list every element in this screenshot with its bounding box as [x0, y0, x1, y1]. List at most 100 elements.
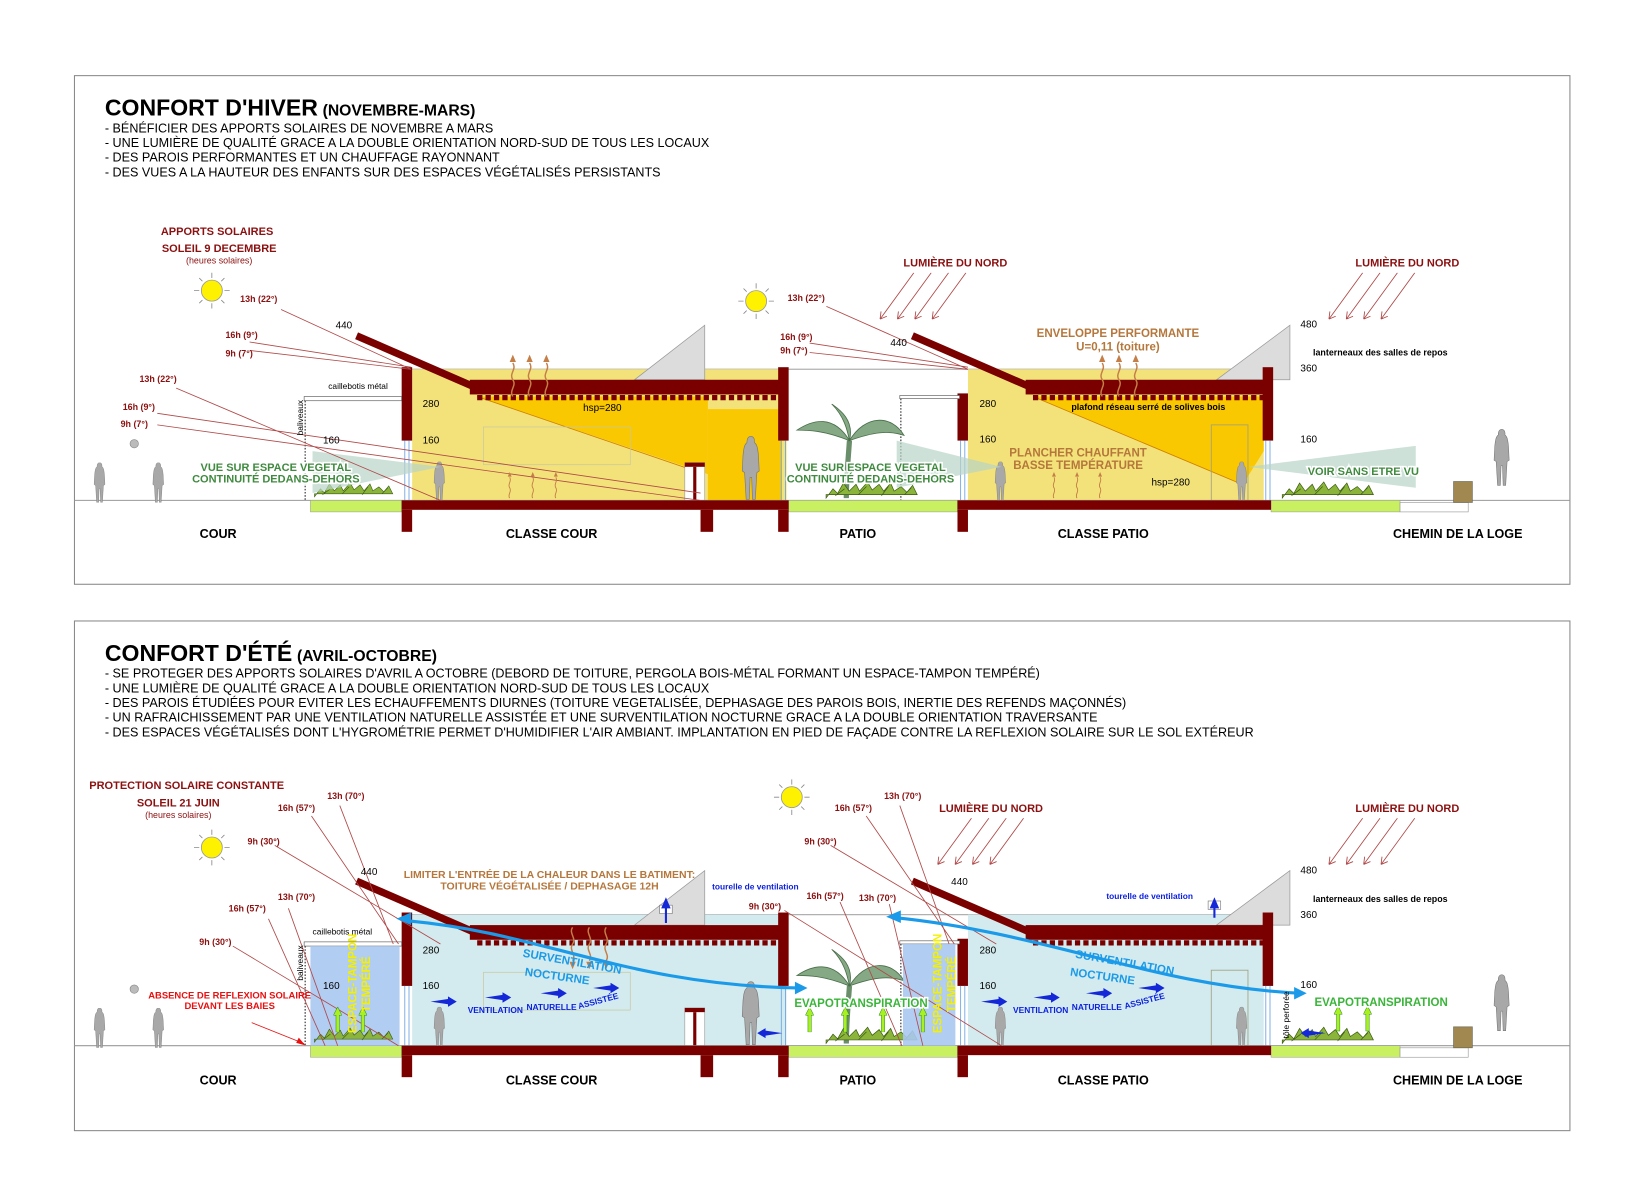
no-reflection-label: ABSENCE DE REFLEXION SOLAIRE	[148, 990, 311, 1001]
winter-title-main: CONFORT D'HIVER	[105, 94, 318, 120]
heat-limit-label: LIMITER L'ENTRÉE DE LA CHALEUR DANS LE B…	[404, 868, 696, 881]
sun-angle-label: 16h (57°)	[229, 903, 266, 913]
dim-280: 280	[980, 945, 997, 956]
sun-note: (heures solaires)	[186, 255, 252, 265]
dim-160: 160	[423, 436, 440, 447]
sun-angle-label: 13h (70°)	[278, 892, 315, 902]
vent-label: VENTILATION	[468, 1005, 523, 1015]
winter-panel: CONFORT D'HIVER (NOVEMBRE-MARS) - BÉNÉFI…	[73, 75, 1571, 585]
dimension-labels: 440 280 160 160 440 280 160 480 360 160	[323, 319, 1317, 446]
sun-title: PROTECTION SOLAIRE CONSTANTE	[89, 780, 284, 792]
perforated-sheet-label: tôle perforée	[1281, 991, 1291, 1038]
buffer-space	[902, 943, 956, 1046]
sun-angle-label: 9h (30°)	[199, 937, 231, 947]
evapotranspiration-label: EVAPOTRANSPIRATION	[1315, 997, 1448, 1009]
summer-panel: CONFORT D'ÉTÉ (AVRIL-OCTOBRE) - SE PROTE…	[74, 620, 1569, 1132]
summer-bullet: - UN RAFRAICHISSEMENT PAR UNE VENTILATIO…	[105, 710, 1098, 725]
dim-160: 160	[1300, 980, 1317, 991]
sun-angle-label: 16h (57°)	[835, 803, 872, 813]
evapotranspiration-label: EVAPOTRANSPIRATION	[794, 998, 927, 1010]
summer-title-main: CONFORT D'ÉTÉ	[105, 639, 292, 666]
ceiling-height-label: hsp=280	[1151, 478, 1190, 489]
sun-angle-label: 9h (30°)	[804, 836, 836, 846]
dim-440: 440	[361, 867, 378, 878]
floor-heating-label: BASSE TEMPÉRATURE	[1013, 459, 1143, 472]
sun-angle-label: 9h (30°)	[247, 836, 279, 846]
sun-angle-label: 9h (7°)	[121, 419, 148, 429]
view-label: VUE SUR ESPACE VEGETAL	[795, 462, 946, 474]
saplings-label: baliveaux	[295, 399, 305, 435]
vent-label: VENTILATION	[1013, 1005, 1068, 1015]
heat-limit-label: TOITURE VÉGÉTALISÉE / DEPHASAGE 12H	[440, 879, 658, 892]
sun-angle-label: 13h (70°)	[327, 791, 364, 801]
vent-label: NATURELLE	[526, 1002, 577, 1012]
winter-frame	[73, 75, 1571, 585]
summer-title: CONFORT D'ÉTÉ (AVRIL-OCTOBRE)	[105, 639, 437, 666]
dim-280: 280	[423, 945, 440, 956]
dim-160: 160	[323, 436, 340, 447]
room-label-classe-patio: CLASSE PATIO	[1058, 1074, 1149, 1088]
sun-angle-label: 13h (70°)	[884, 791, 921, 801]
winter-bullet: - UNE LUMIÈRE DE QUALITÉ GRACE A LA DOUB…	[105, 135, 710, 150]
buffer-space	[310, 946, 400, 1046]
sun-rays	[157, 305, 969, 501]
room-label-cour: COUR	[200, 527, 237, 541]
envelope-label: ENVELOPPE PERFORMANTE	[1037, 328, 1200, 340]
north-light-label: LUMIÈRE DU NORD	[1355, 257, 1459, 270]
turret-label: tourelle de ventilation	[1106, 891, 1193, 901]
see-unseen-label: VOIR SANS ETRE VU	[1308, 466, 1419, 478]
dim-160: 160	[1300, 435, 1317, 446]
dim-160: 160	[980, 981, 997, 992]
ventilation-arrows-icon	[333, 897, 1372, 1039]
grating-label: caillebotis métal	[328, 381, 388, 391]
winter-bullet: - DES VUES A LA HAUTEUR DES ENFANTS SUR …	[105, 164, 661, 179]
reflection-pointer	[251, 1022, 306, 1046]
sun-date: SOLEIL 21 JUIN	[137, 798, 220, 810]
room-label-classe-cour: CLASSE COUR	[506, 1074, 598, 1088]
dim-160: 160	[323, 981, 340, 992]
sun-angle-label: 16h (9°)	[225, 330, 257, 340]
winter-bullet: - BÉNÉFICIER DES APPORTS SOLAIRES DE NOV…	[105, 120, 493, 135]
room-label-patio: PATIO	[840, 527, 877, 541]
dim-160: 160	[423, 981, 440, 992]
winter-title-period: (NOVEMBRE-MARS)	[323, 102, 476, 119]
skylights-label: lanterneaux des salles de repos	[1313, 894, 1448, 904]
dim-480: 480	[1300, 319, 1317, 330]
dimension-labels: 440 280 160 160 440 280 160 480 360 160	[323, 866, 1317, 992]
dim-480: 480	[1300, 866, 1317, 877]
floor-heating-label: PLANCHER CHAUFFANT	[1009, 447, 1147, 459]
dim-440: 440	[336, 320, 353, 331]
sun-angle-label: 16h (57°)	[278, 803, 315, 813]
buffer-label: ESPACE-TAMPON	[348, 934, 360, 1033]
view-label: CONTINUITÉ DEDANS-DEHORS	[192, 473, 359, 486]
summer-bullet: - SE PROTEGER DES APPORTS SOLAIRES D'AVR…	[105, 666, 1040, 681]
view-cone	[1247, 445, 1416, 488]
dim-160: 160	[980, 435, 997, 446]
saplings-label: baliveaux	[295, 944, 305, 980]
dim-280: 280	[423, 399, 440, 410]
sun-rays	[232, 805, 1002, 1047]
vent-label: NATURELLE	[1072, 1002, 1123, 1012]
room-label-classe-cour: CLASSE COUR	[506, 527, 598, 541]
north-light-label: LUMIÈRE DU NORD	[939, 802, 1043, 815]
sun-angle-label: 13h (22°)	[139, 374, 176, 384]
envelope-u-value: U=0,11 (toiture)	[1076, 341, 1160, 353]
view-cone	[312, 451, 441, 494]
dim-440: 440	[951, 877, 968, 888]
sun-title: APPORTS SOLAIRES	[161, 226, 273, 238]
skylights-label: lanterneaux des salles de repos	[1313, 348, 1448, 358]
summer-title-period: (AVRIL-OCTOBRE)	[297, 648, 437, 665]
dim-440: 440	[890, 338, 907, 349]
dim-280: 280	[980, 399, 997, 410]
dim-360: 360	[1300, 363, 1317, 374]
sun-angle-label: 13h (22°)	[240, 294, 277, 304]
buffer-label: TEMPÉRÉ	[945, 956, 958, 1012]
sun-date: SOLEIL 9 DECEMBRE	[162, 243, 277, 255]
summer-bullet: - DES ESPACES VÉGÉTALISÉS DONT L'HYGROMÉ…	[105, 724, 1254, 739]
sun-angle-label: 16h (9°)	[780, 332, 812, 342]
summer-bullet: - DES PAROIS ÉTUDIÉES POUR EVITER LES EC…	[105, 695, 1126, 710]
winter-title: CONFORT D'HIVER (NOVEMBRE-MARS)	[105, 94, 476, 120]
sun-angle-label: 13h (70°)	[859, 893, 896, 903]
buffer-label: TEMPÉRÉ	[360, 956, 373, 1012]
